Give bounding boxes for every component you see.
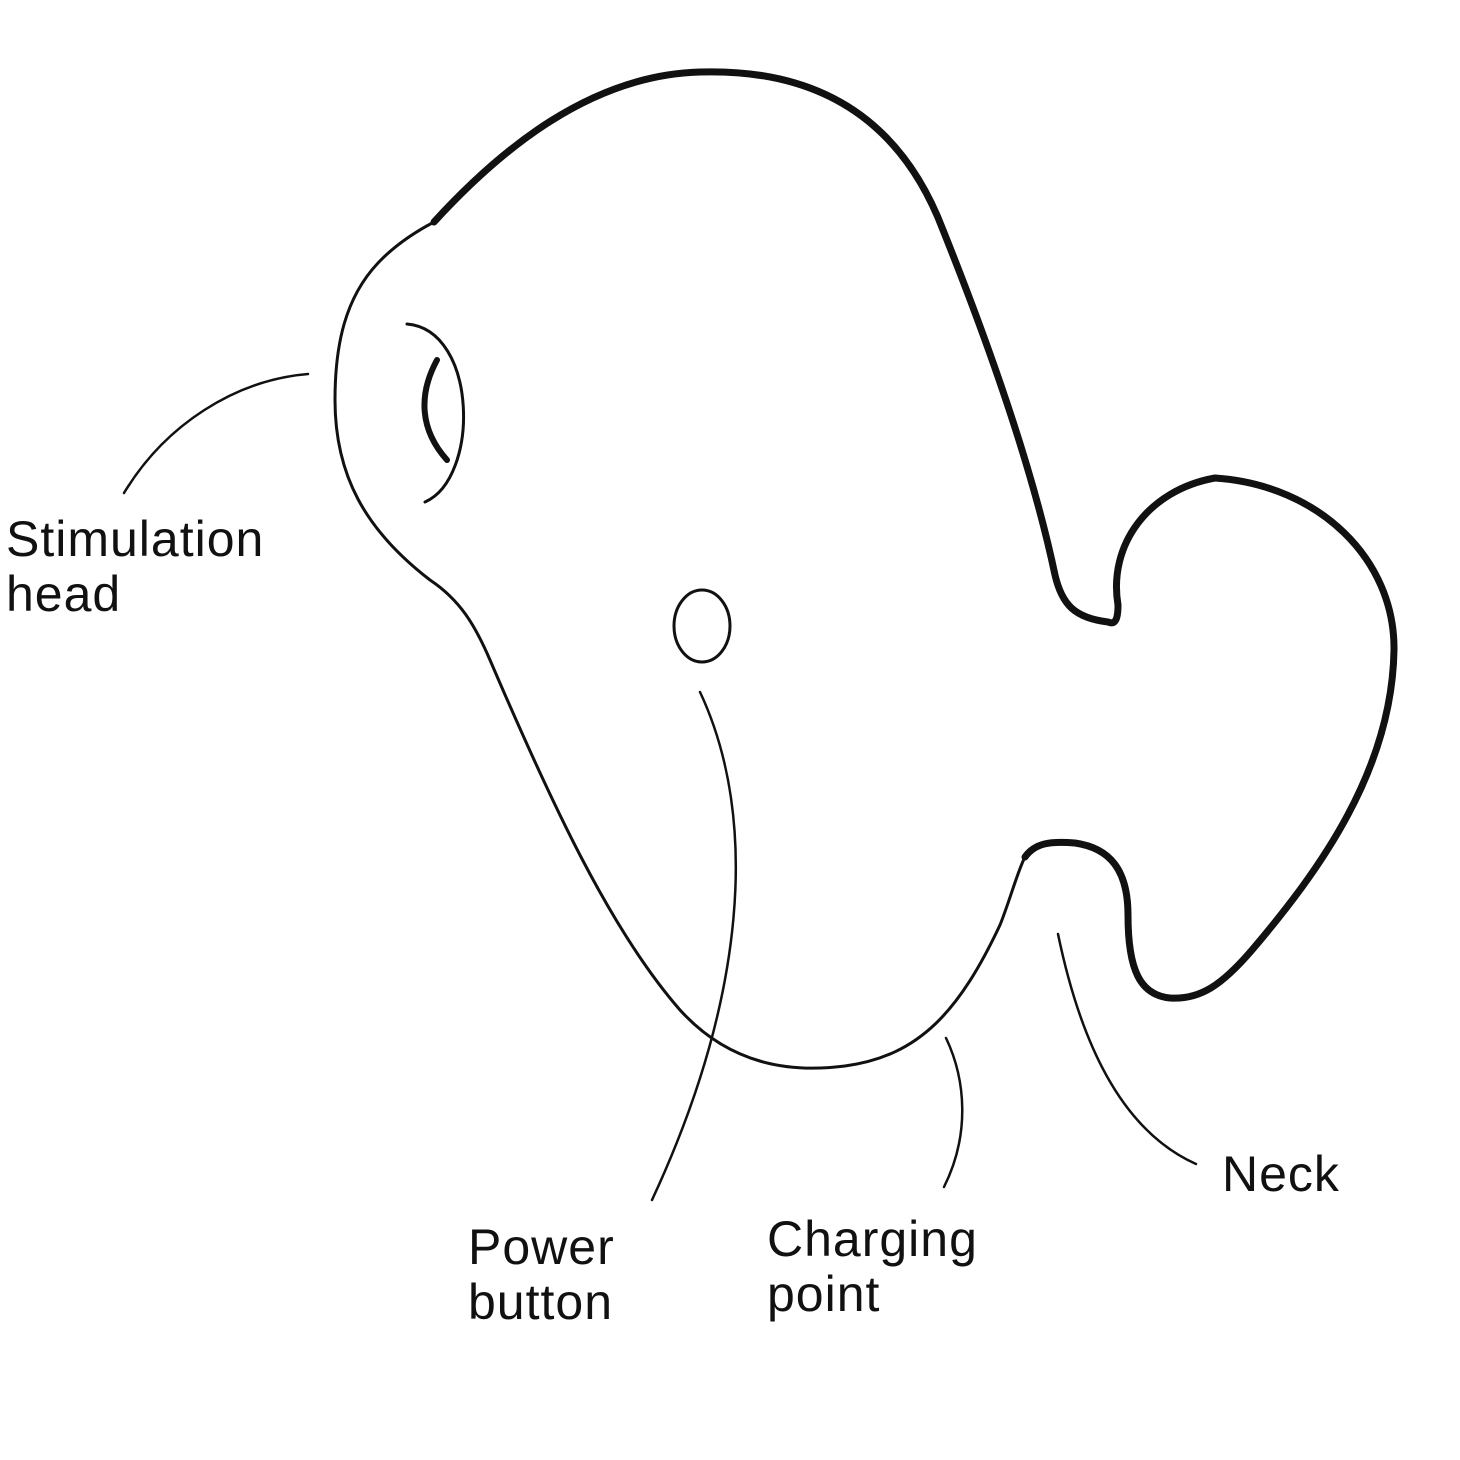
stimulation-head-opening — [405, 322, 466, 504]
label-charging-point-line1: Charging — [767, 1211, 978, 1267]
label-power-button-line1: Power — [468, 1219, 615, 1275]
leader-line-neck — [1056, 932, 1198, 1166]
label-neck: Neck — [1222, 1147, 1340, 1202]
label-charging-point: Charging point — [767, 1212, 978, 1322]
label-stimulation-head-line2: head — [6, 566, 122, 622]
leader-line-stimulation-head — [122, 372, 310, 495]
label-power-button-line2: button — [468, 1274, 614, 1330]
label-stimulation-head-line1: Stimulation — [6, 511, 265, 567]
label-power-button: Power button — [468, 1220, 615, 1330]
label-neck-line1: Neck — [1222, 1146, 1340, 1202]
device-body-outline — [430, 68, 1398, 1002]
leader-line-charging-point — [942, 1036, 964, 1189]
device-lower-outline — [333, 220, 1027, 1070]
label-charging-point-line2: point — [767, 1266, 881, 1322]
leader-line-power-button — [650, 690, 737, 1202]
power-button-shape — [672, 588, 732, 664]
label-stimulation-head: Stimulation head — [6, 512, 264, 622]
